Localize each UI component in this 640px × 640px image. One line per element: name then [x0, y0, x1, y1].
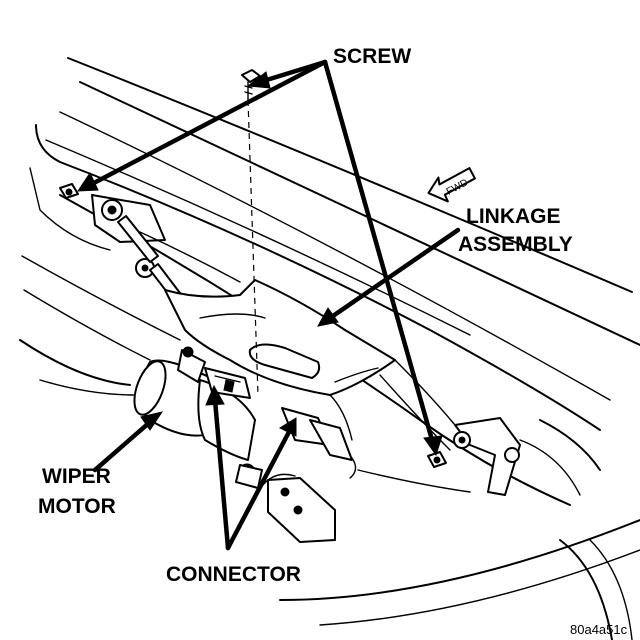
right-pivot-assembly — [357, 359, 521, 496]
fwd-arrow-icon: FWD — [427, 167, 476, 203]
wiper-motor — [133, 346, 263, 489]
wiper-motor-label-line1: WIPER — [42, 465, 111, 488]
cowl-panel — [19, 57, 640, 640]
figure-code: 80a4a51c — [570, 622, 628, 637]
harness-connector — [281, 394, 357, 479]
leader-lines — [77, 59, 461, 551]
screw-install-path — [247, 99, 259, 396]
screw-left — [59, 183, 79, 199]
linkage-assembly-label-line1: LINKAGE — [466, 205, 561, 228]
motor-mount-bracket — [261, 473, 336, 543]
wiper-motor-label-line2: MOTOR — [38, 495, 116, 518]
screw-label: SCREW — [333, 45, 411, 68]
linkage-assembly-label-line2: ASSEMBLY — [458, 233, 573, 256]
screw-right — [427, 451, 447, 468]
screw-top — [241, 69, 261, 101]
connector-label: CONNECTOR — [166, 563, 301, 586]
